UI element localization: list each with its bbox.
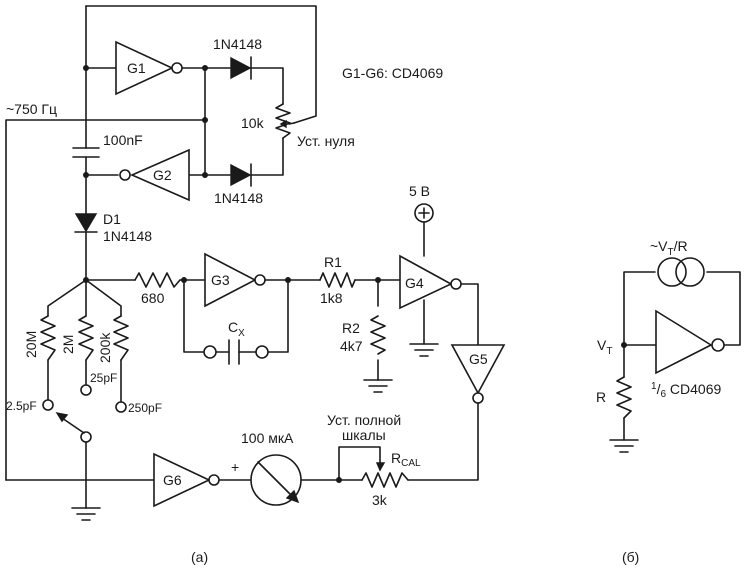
selector-switch (55, 411, 85, 434)
res-r2 (370, 315, 386, 355)
diode-bottom-label: 1N4148 (214, 190, 263, 206)
gate-g5 (450, 344, 506, 404)
meter-plus: + (231, 459, 239, 475)
terminal-250pf (115, 401, 127, 413)
gate-g5-label: G5 (469, 351, 488, 367)
r2-name: R2 (342, 320, 360, 336)
gate-g4 (399, 254, 462, 310)
vt-label: VT (597, 337, 612, 357)
current-source (657, 257, 705, 287)
ground-r2 (363, 379, 393, 393)
res-200k (113, 315, 129, 361)
cx-label: CX (228, 319, 245, 339)
cap-100nf-label: 100nF (103, 132, 143, 148)
junctions-a (83, 65, 381, 483)
res-680-label: 680 (141, 290, 165, 306)
wires-b (623, 271, 741, 441)
supply-5v (414, 203, 434, 223)
ic-label-b: 1/6 CD4069 (651, 381, 721, 400)
res-200k-label: 200k (97, 332, 113, 363)
res-680 (134, 272, 181, 288)
terminal-2_5pf (42, 399, 54, 411)
gate-g1-label: G1 (127, 60, 146, 76)
gate-g2 (119, 148, 190, 202)
cap-250pf-label: 250pF (128, 401, 162, 415)
gate-g6 (153, 452, 220, 508)
vt-node (621, 342, 627, 348)
gate-g3 (204, 252, 266, 308)
res-20m-label: 20M (23, 331, 39, 358)
switch-common (80, 431, 92, 443)
diode-d1 (74, 213, 98, 233)
caption-a: (а) (191, 549, 208, 565)
diode-top (230, 56, 252, 80)
wires-a (5, 5, 479, 509)
rcal-value: 3k (372, 492, 388, 508)
ground-b (609, 439, 639, 453)
inverter-b (655, 309, 725, 375)
meter-100ua (250, 454, 302, 506)
supply-label: 5 В (409, 183, 430, 199)
r2-value: 4k7 (340, 338, 363, 354)
res-r1 (319, 272, 356, 288)
pot-zero-label: Уст. нуля (297, 133, 355, 149)
diode-top-label: 1N4148 (213, 36, 262, 52)
gate-g3-label: G3 (211, 272, 230, 288)
gate-g4-label: G4 (405, 275, 424, 291)
r-label-b: R (596, 389, 606, 405)
terminal-25pf (80, 384, 92, 396)
res-r-b (616, 376, 632, 419)
gate-g6-label: G6 (163, 472, 182, 488)
source-label: ~VT/R (650, 238, 688, 258)
cap-100nf (72, 147, 100, 158)
res-20m (40, 315, 56, 361)
cap-2_5pf-label: 2.5pF (6, 399, 37, 413)
r1-name: R1 (324, 254, 342, 270)
cap-cx (203, 339, 269, 365)
pot-zero-value: 10k (241, 115, 265, 131)
meter-label: 100 мкА (241, 430, 294, 446)
ground-switch (71, 507, 101, 521)
d1-name: D1 (103, 211, 121, 227)
freq-label: ~750 Гц (6, 101, 57, 117)
fullscale-line2: шкалы (342, 427, 386, 443)
gate-g2-label: G2 (153, 167, 172, 183)
diode-bottom (230, 163, 252, 187)
ic-note: G1-G6: CD4069 (342, 65, 443, 81)
ground-g4 (409, 343, 439, 357)
gate-g1 (115, 40, 183, 96)
pot-zero (275, 103, 295, 139)
fullscale-line1: Уст. полной (327, 412, 401, 428)
cap-25pf-label: 25pF (90, 371, 117, 385)
caption-b: (б) (622, 549, 639, 565)
rcal-label: RCAL (391, 450, 421, 469)
res-2m-label: 2M (60, 335, 76, 354)
r1-value: 1k8 (320, 290, 343, 306)
res-2m (78, 315, 94, 361)
d1-type: 1N4148 (103, 228, 152, 244)
pot-rcal (361, 462, 409, 488)
